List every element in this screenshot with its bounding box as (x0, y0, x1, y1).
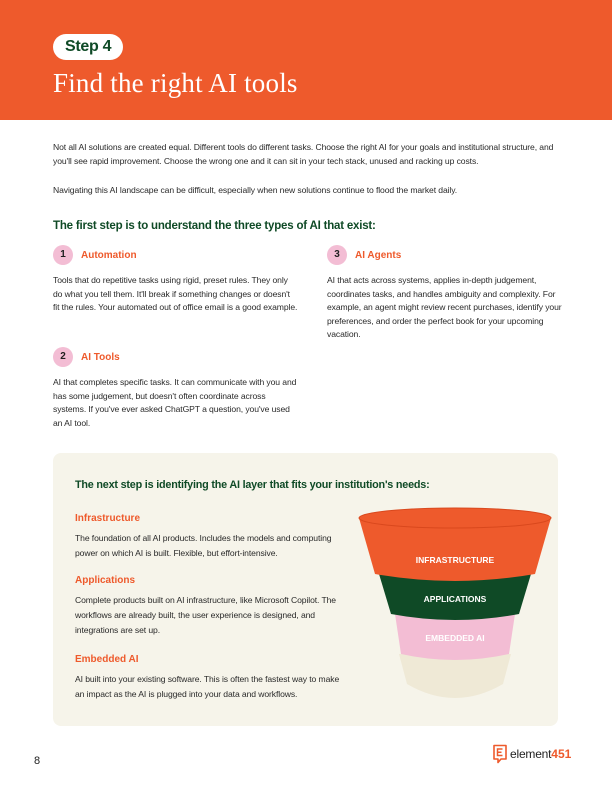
types-heading: The first step is to understand the thre… (53, 220, 376, 232)
ai-layer-funnel: EMBEDDED AI APPLICATIONS INFRASTRUCTURE (358, 507, 552, 698)
number-badge: 1 (53, 245, 73, 265)
layer-description: The foundation of all AI products. Inclu… (75, 533, 332, 558)
brand-name: element (510, 747, 552, 761)
type-ai-agents-heading: 3 AI Agents (327, 245, 401, 265)
funnel-label-infrastructure: INFRASTRUCTURE (416, 555, 495, 565)
number-badge: 2 (53, 347, 73, 367)
page-title: Find the right AI tools (53, 68, 298, 98)
funnel-embedded-level: EMBEDDED AI (395, 614, 515, 660)
layer-label-infrastructure: Infrastructure (75, 513, 141, 524)
page-number: 8 (34, 755, 41, 767)
number-badge: 3 (327, 245, 347, 265)
type-ai-tools-heading: 2 AI Tools (53, 347, 120, 367)
step-badge: Step 4 (53, 34, 124, 60)
layer-description: Complete products built on AI infrastruc… (75, 595, 336, 635)
intro-paragraph: Navigating this AI landscape can be diff… (53, 185, 458, 195)
type-automation-heading: 1 Automation (53, 245, 137, 265)
header-banner: Step 4 Find the right AI tools (0, 0, 612, 120)
intro-paragraph: Not all AI solutions are created equal. … (53, 142, 554, 166)
layer-description: AI built into your existing software. Th… (75, 674, 340, 699)
type-description: AI that completes specific tasks. It can… (53, 377, 297, 428)
type-description: Tools that do repetitive tasks using rig… (53, 275, 298, 312)
element451-logo-icon (493, 744, 507, 764)
funnel-label-applications: APPLICATIONS (424, 594, 487, 604)
brand-number: 451 (551, 747, 572, 761)
funnel-applications-level: APPLICATIONS (379, 574, 531, 620)
funnel-infrastructure-level: INFRASTRUCTURE (358, 507, 552, 581)
funnel-base-level (399, 654, 511, 698)
layer-label-applications: Applications (75, 575, 136, 586)
funnel-label-embedded: EMBEDDED AI (425, 633, 484, 643)
type-description: AI that acts across systems, applies in-… (327, 275, 562, 339)
type-label: AI Agents (355, 249, 402, 261)
type-label: Automation (81, 249, 137, 261)
type-label: AI Tools (81, 351, 120, 363)
layer-label-embedded-ai: Embedded AI (75, 654, 139, 665)
layers-heading: The next step is identifying the AI laye… (75, 479, 430, 491)
